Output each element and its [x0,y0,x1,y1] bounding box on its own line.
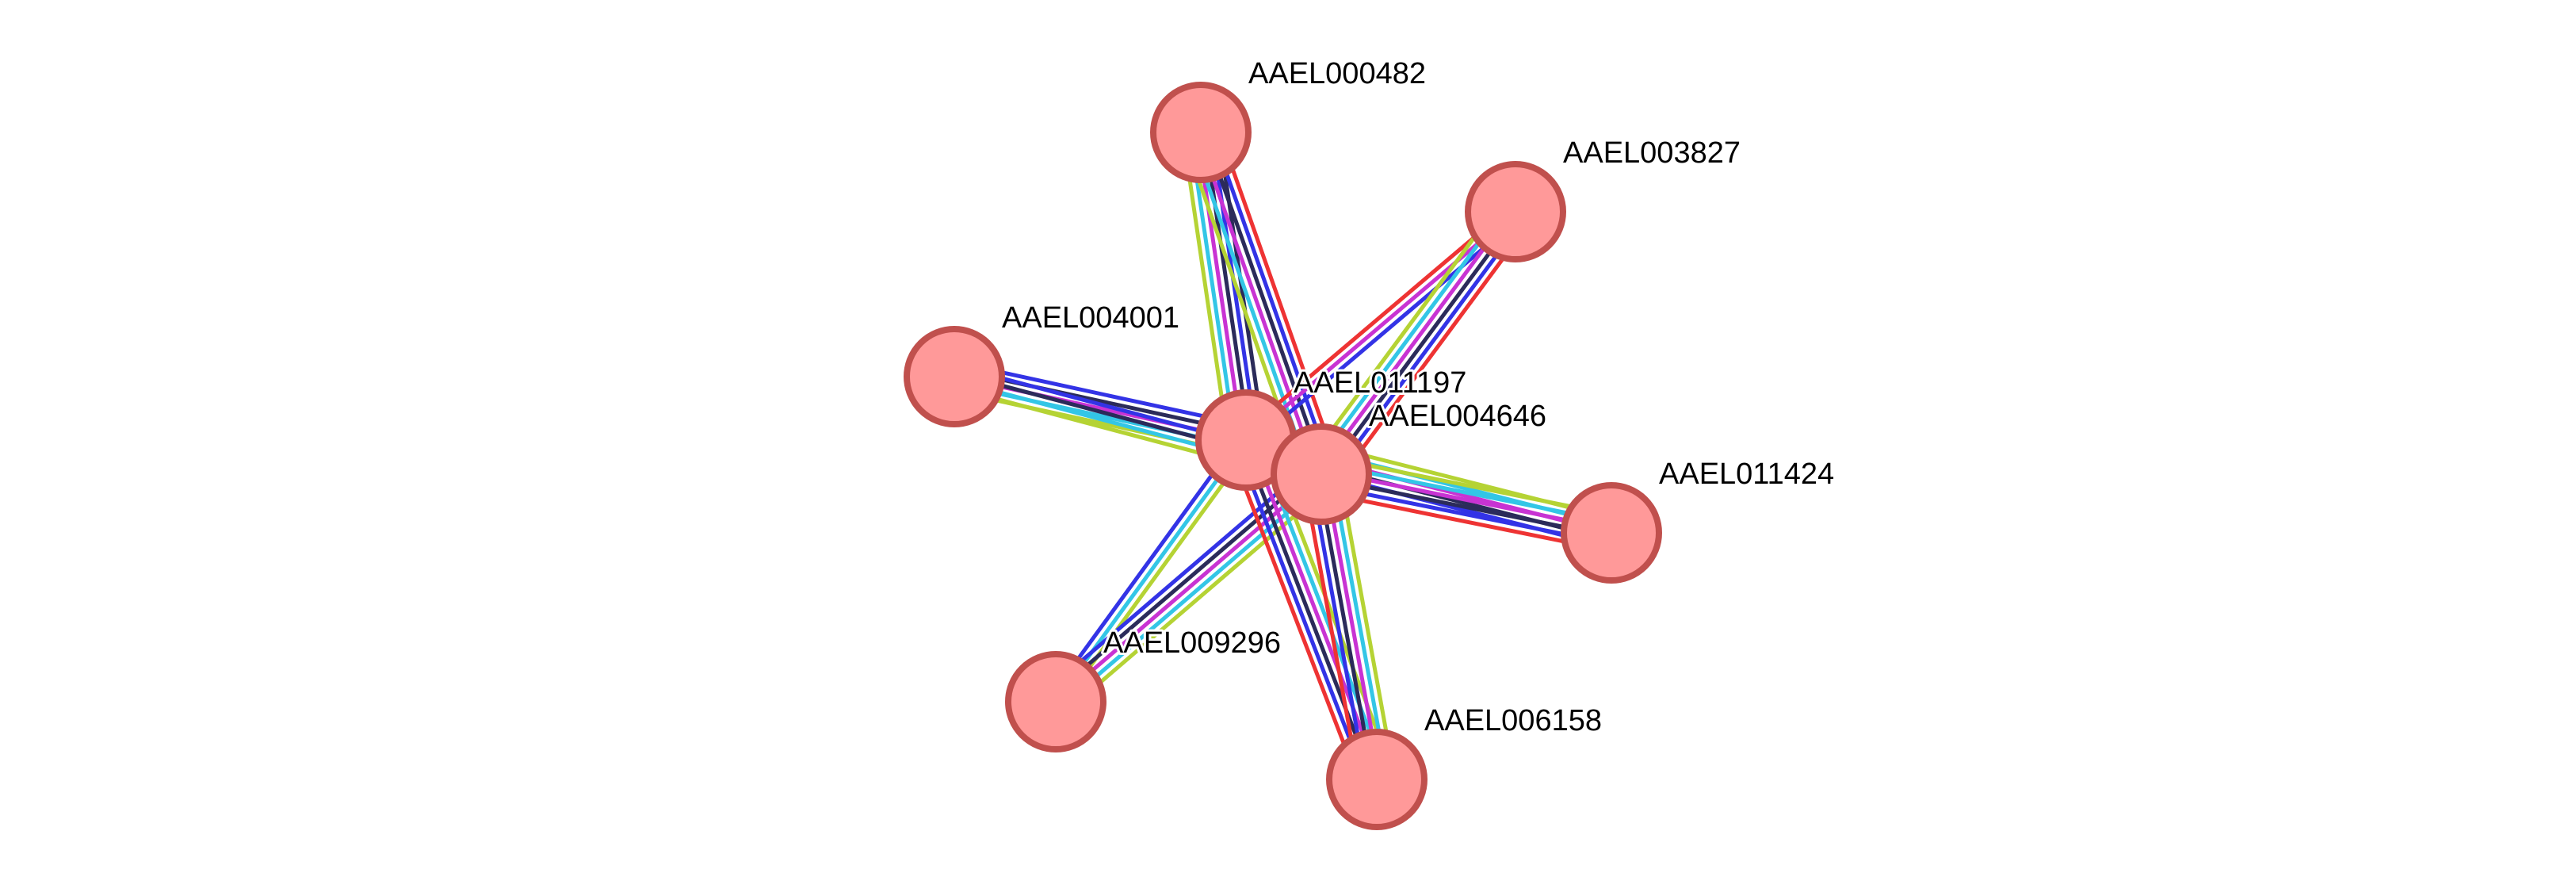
edge-evidence-line [1336,469,1397,779]
edge-evidence-line [1309,473,1369,783]
edge-evidence-line [1188,132,1238,444]
edge-evidence-line [1247,436,1382,780]
edge-evidence-line [1209,127,1334,473]
node-AAEL004001[interactable] [904,326,1005,427]
edge-AAEL004646-AAEL006158 [1301,469,1397,785]
nodes-layer [904,82,1662,830]
node-AAEL000482[interactable] [1150,82,1252,183]
node-AAEL006158[interactable] [1326,729,1428,830]
edge-evidence-line [1322,454,1617,518]
node-label-AAEL006158: AAEL006158 [1424,704,1602,737]
edge-evidence-line [1233,442,1369,786]
node-AAEL011424[interactable] [1561,482,1662,584]
node-AAEL009296[interactable] [1005,651,1106,752]
edge-evidence-line [1195,131,1320,477]
edge-evidence-line [1244,209,1518,442]
edge-evidence-line [1316,473,1376,783]
edge-evidence-line [1322,212,1521,479]
edge-evidence-line [1181,132,1231,445]
edge-evidence-line [1195,131,1245,443]
edge-evidence-line [1305,199,1504,466]
edge-evidence-line [1202,129,1327,476]
edge-evidence-line [1333,220,1532,487]
edge-evidence-line [1301,475,1362,785]
edge-evidence-line [1240,439,1376,783]
node-label-AAEL011197: AAEL011197 [1294,366,1466,400]
edge-evidence-line [1329,470,1389,780]
edge-evidence-line [1322,471,1382,781]
edge-evidence-line [1202,129,1252,442]
labels-layer: AAEL000482AAEL003827AAEL004001AAEL011197… [999,55,1836,740]
node-label-AAEL011424: AAEL011424 [1659,458,1834,491]
edge-evidence-line [1239,204,1513,437]
edge-evidence-line [1316,489,1611,553]
edge-evidence-line [1227,444,1363,788]
edge-evidence-line [1316,207,1515,474]
node-label-AAEL004646: AAEL004646 [1369,400,1546,433]
node-label-AAEL004001: AAEL004001 [1002,301,1179,335]
edge-evidence-line [1048,434,1243,700]
edge-AAEL004646-AAEL003827 [1305,199,1532,487]
edge-evidence-line [955,360,1252,428]
node-AAEL003827[interactable] [1465,161,1566,262]
node-label-AAEL009296: AAEL009296 [1103,626,1281,660]
edge-evidence-line [1248,215,1523,448]
edge-evidence-line [1310,203,1509,470]
node-label-AAEL000482: AAEL000482 [1248,57,1426,90]
node-label-AAEL003827: AAEL003827 [1563,136,1741,170]
edge-evidence-line [1328,216,1527,483]
edge-evidence-line [1063,483,1333,715]
node-AAEL004646[interactable] [1271,423,1372,525]
edge-evidence-line [1215,124,1340,471]
edge-evidence-line [1049,466,1319,699]
edge-AAEL011197-AAEL003827 [1239,204,1523,448]
